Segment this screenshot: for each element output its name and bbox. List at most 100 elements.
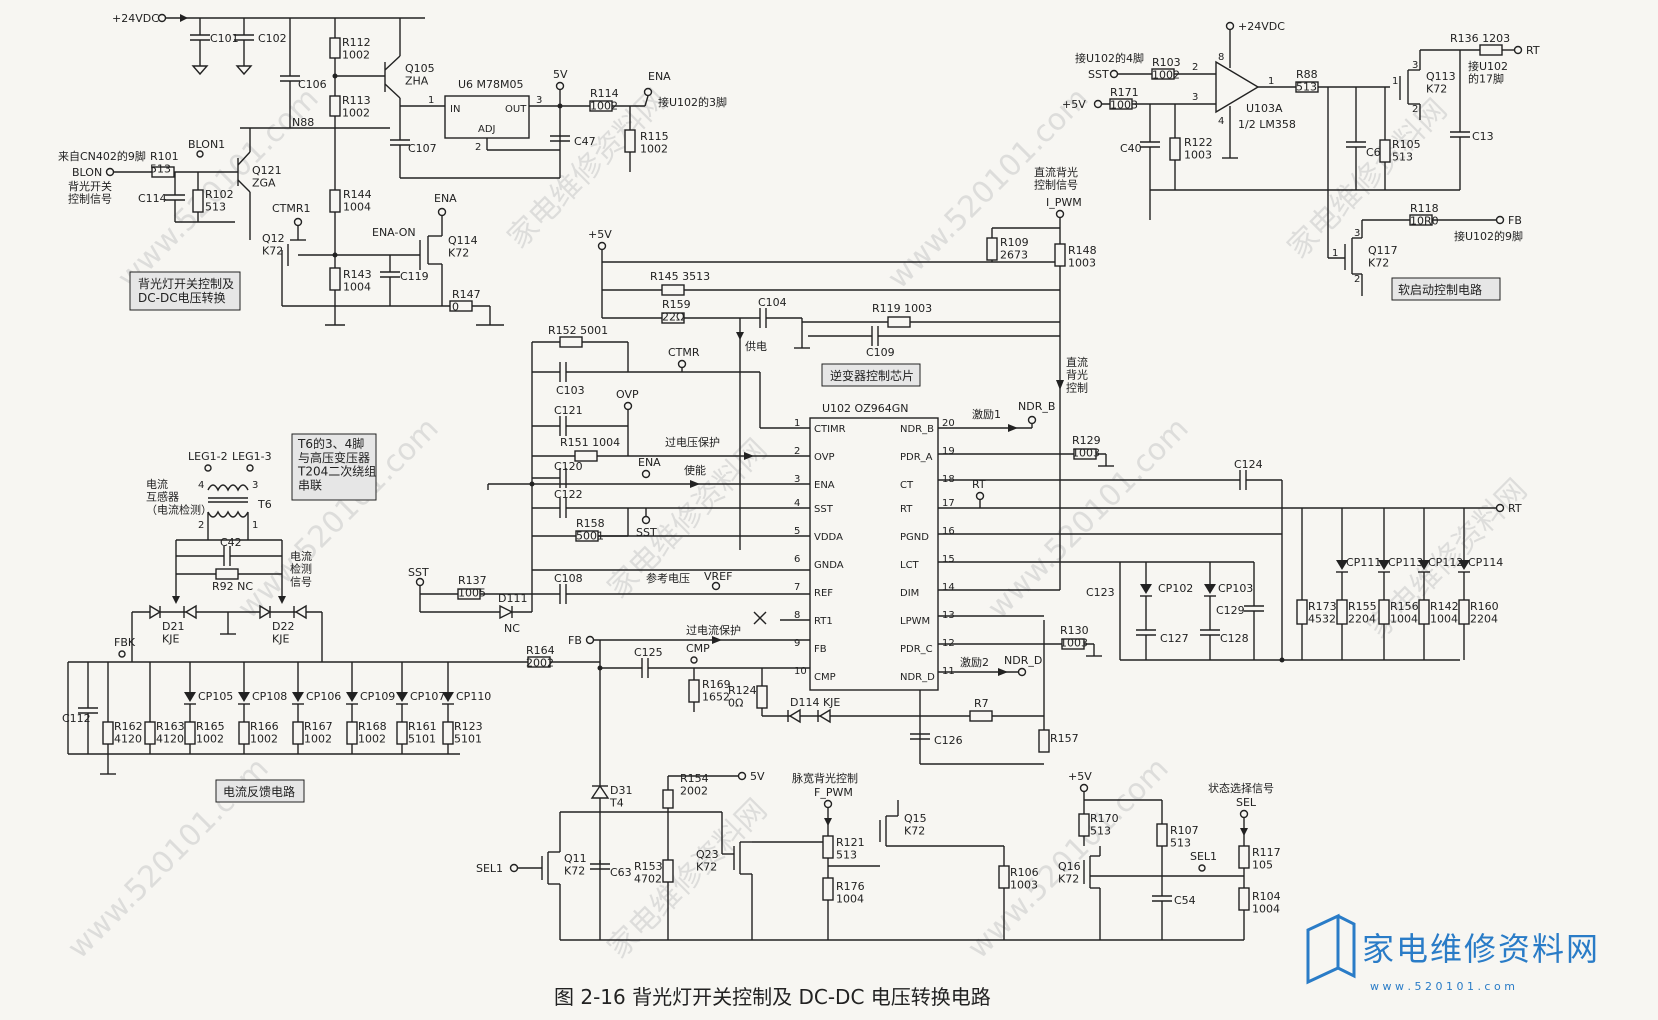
ic-left-pin-num: 3 bbox=[794, 474, 800, 485]
u6-in: IN bbox=[450, 104, 460, 115]
note-overcurrent: 过电流保护 bbox=[686, 623, 741, 637]
ic-left-pin-num: 4 bbox=[794, 498, 800, 509]
ena-on-label: ENA-ON bbox=[372, 226, 416, 239]
ic-left-pin-name: CTIMR bbox=[814, 424, 846, 435]
rt-label-mid: RT bbox=[972, 478, 986, 491]
u102-ic bbox=[809, 417, 939, 691]
d111-nc: NC bbox=[504, 622, 520, 635]
r151-label: R151 1004 bbox=[560, 436, 620, 449]
n88-label: N88 bbox=[292, 116, 314, 129]
r7-label: R7 bbox=[974, 697, 989, 710]
f-pwm-label: F_PWM bbox=[814, 786, 853, 799]
note-ref-voltage: 参考电压 bbox=[646, 571, 690, 585]
cp105-label: CP105 bbox=[198, 690, 233, 703]
ndr-b-label: NDR_B bbox=[1018, 400, 1055, 413]
t6-pin4: 4 bbox=[198, 480, 204, 491]
cp107-label: CP107 bbox=[410, 690, 445, 703]
c128-label: C128 bbox=[1220, 632, 1249, 645]
cp102-label: CP102 bbox=[1158, 582, 1193, 595]
note-u102-pin4: 接U102的4脚 bbox=[1075, 51, 1144, 65]
t6-label: T6 bbox=[257, 498, 272, 511]
ic-left-pin-name: VDDA bbox=[814, 532, 843, 543]
ctmr1-label: CTMR1 bbox=[272, 202, 311, 215]
section-label-current-feedback bbox=[215, 779, 305, 803]
c103-label: C103 bbox=[556, 384, 585, 397]
c126-label: C126 bbox=[934, 734, 963, 747]
u6-regulator bbox=[444, 95, 530, 139]
c106-label: C106 bbox=[298, 78, 327, 91]
c54-label: C54 bbox=[1174, 894, 1196, 907]
t6-pin3: 3 bbox=[252, 480, 258, 491]
q113-pin2: 2 bbox=[1412, 104, 1418, 115]
r136-label: R136 1203 bbox=[1450, 32, 1510, 45]
note-dc-bl-signal: 直流背光控制信号 bbox=[1034, 165, 1078, 192]
u102-name: U102 OZ964GN bbox=[822, 402, 909, 415]
u103-type: 1/2 LM358 bbox=[1238, 118, 1296, 131]
u103-pin2: 2 bbox=[1192, 62, 1198, 73]
ndr-d-label: NDR_D bbox=[1004, 654, 1042, 667]
cp113-label: CP113 bbox=[1388, 556, 1423, 569]
c101-label: C101 bbox=[210, 32, 239, 45]
fb-label-right: FB bbox=[1508, 214, 1522, 227]
ic-right-pin-name: CT bbox=[900, 480, 914, 491]
r157-label: R157 bbox=[1050, 732, 1079, 745]
ena-label-ic: ENA bbox=[638, 456, 661, 469]
c63-label: C63 bbox=[610, 866, 632, 879]
ic-right-pin-name: NDR_B bbox=[900, 424, 934, 435]
r92-label: R92 NC bbox=[212, 580, 253, 593]
ic-right-pin-name: LCT bbox=[900, 560, 920, 571]
watermark-text: 家电维修资料网 bbox=[1281, 92, 1454, 265]
r152-label: R152 5001 bbox=[548, 324, 608, 337]
note-cn402: 来自CN402的9脚 bbox=[58, 149, 146, 163]
note-ct-left: 电流互感器（电流检测） bbox=[146, 477, 212, 516]
inverter-ic-section: U102 OZ964GN 1CTIMR2OVP3ENA4SST5VDDA6GND… bbox=[588, 165, 1097, 691]
sst-label-ic: SST bbox=[636, 526, 657, 539]
ic-right-pin-num: 19 bbox=[942, 446, 955, 457]
ctmr-label: CTMR bbox=[668, 346, 700, 359]
cp103-label: CP103 bbox=[1218, 582, 1253, 595]
c42-label: C42 bbox=[220, 536, 242, 549]
watermark-text: www.520101.com bbox=[961, 751, 1176, 966]
note-excitation2: 激励2 bbox=[960, 655, 989, 669]
ic-left-pin-num: 5 bbox=[794, 526, 800, 537]
u103-pin3: 3 bbox=[1192, 92, 1198, 103]
ic-pins: 1CTIMR2OVP3ENA4SST5VDDA6GNDA7REF8RT19FB1… bbox=[794, 418, 955, 683]
u103-pin4: 4 bbox=[1218, 116, 1224, 127]
d111-label: D111 bbox=[498, 592, 527, 605]
d114-label: D114 KJE bbox=[790, 696, 840, 709]
c104-label: C104 bbox=[758, 296, 787, 309]
leg1-2-label: LEG1-2 bbox=[188, 450, 228, 463]
q113-pin3: 3 bbox=[1412, 60, 1418, 71]
u6-name: U6 M78M05 bbox=[458, 78, 524, 91]
ic-left-wiring: R152 5001 C103 CTMR C121 OVP R151 1004 过… bbox=[408, 324, 1079, 940]
ic-left-pin-name: FB bbox=[814, 644, 827, 655]
